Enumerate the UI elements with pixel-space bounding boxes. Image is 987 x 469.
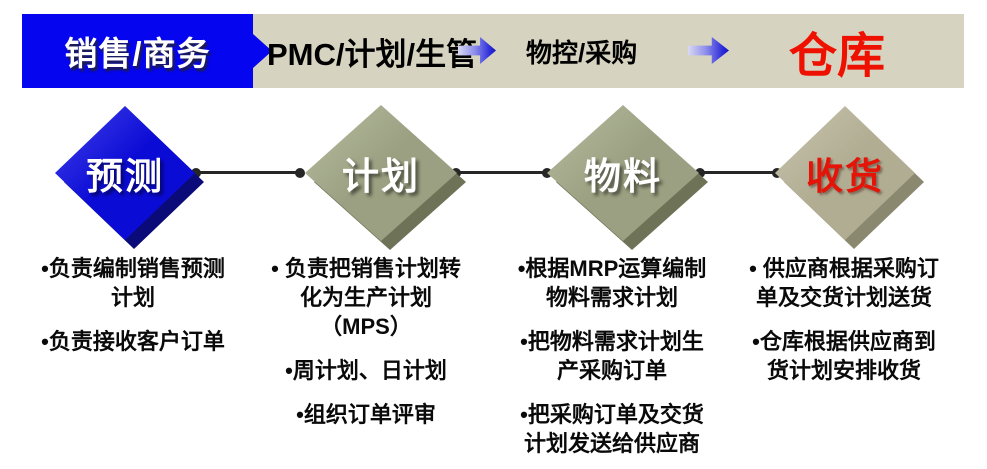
note-item: • 供应商根据采购订单及交货计划送货	[749, 256, 939, 311]
arrow-right-icon	[253, 34, 272, 68]
note-item: •把采购订单及交货计划发送给供应商	[520, 402, 704, 457]
flow-node-forecast: 预测	[55, 106, 204, 249]
note-item: •根据MRP运算编制物料需求计划	[517, 256, 707, 311]
connector-line	[697, 171, 779, 174]
flow-node-label: 物料	[584, 156, 662, 197]
notes-plan: • 负责把销售计划转化为生产计划（MPS） •周计划、日计划 •组织订单评审	[268, 254, 464, 444]
flow-node-label: 计划	[342, 156, 420, 197]
process-header-bar	[253, 14, 964, 88]
note-item: •把物料需求计划生产采购订单	[520, 329, 704, 384]
connector-dot	[295, 168, 305, 178]
flow-node-receiving: 收货	[775, 106, 924, 249]
stage-material-control-label: 物控/采购	[526, 37, 638, 68]
stage-sales-box: 销售/商务	[22, 14, 253, 88]
flow-node-plan: 计划	[305, 105, 466, 250]
stage-pmc-label: PMC/计划/生管	[267, 36, 478, 72]
connector-line	[453, 171, 549, 174]
note-item: •周计划、日计划	[285, 358, 447, 384]
notes-forecast: •负责编制销售预测计划 •负责接收客户订单	[36, 254, 230, 371]
flow-node-label: 收货	[806, 156, 884, 197]
stage-sales-label: 销售/商务	[64, 35, 211, 72]
stage-warehouse-label: 仓库	[789, 30, 886, 83]
notes-material: •根据MRP运算编制物料需求计划 •把物料需求计划生产采购订单 •把采购订单及交…	[514, 254, 710, 469]
note-item: •组织订单评审	[296, 402, 436, 428]
connector-dot	[695, 168, 705, 178]
note-item: •负责接收客户订单	[41, 329, 225, 355]
note-item: •负责编制销售预测计划	[41, 256, 225, 311]
note-item: •仓库根据供应商到货计划安排收货	[752, 329, 936, 384]
connector-dot	[191, 168, 201, 178]
notes-receiving: • 供应商根据采购订单及交货计划送货 •仓库根据供应商到货计划安排收货	[744, 254, 944, 400]
note-item: • 负责把销售计划转化为生产计划（MPS）	[271, 256, 461, 340]
flow-node-label: 预测	[86, 156, 164, 197]
flow-node-material: 物料	[547, 105, 708, 250]
connector-line	[194, 171, 302, 174]
